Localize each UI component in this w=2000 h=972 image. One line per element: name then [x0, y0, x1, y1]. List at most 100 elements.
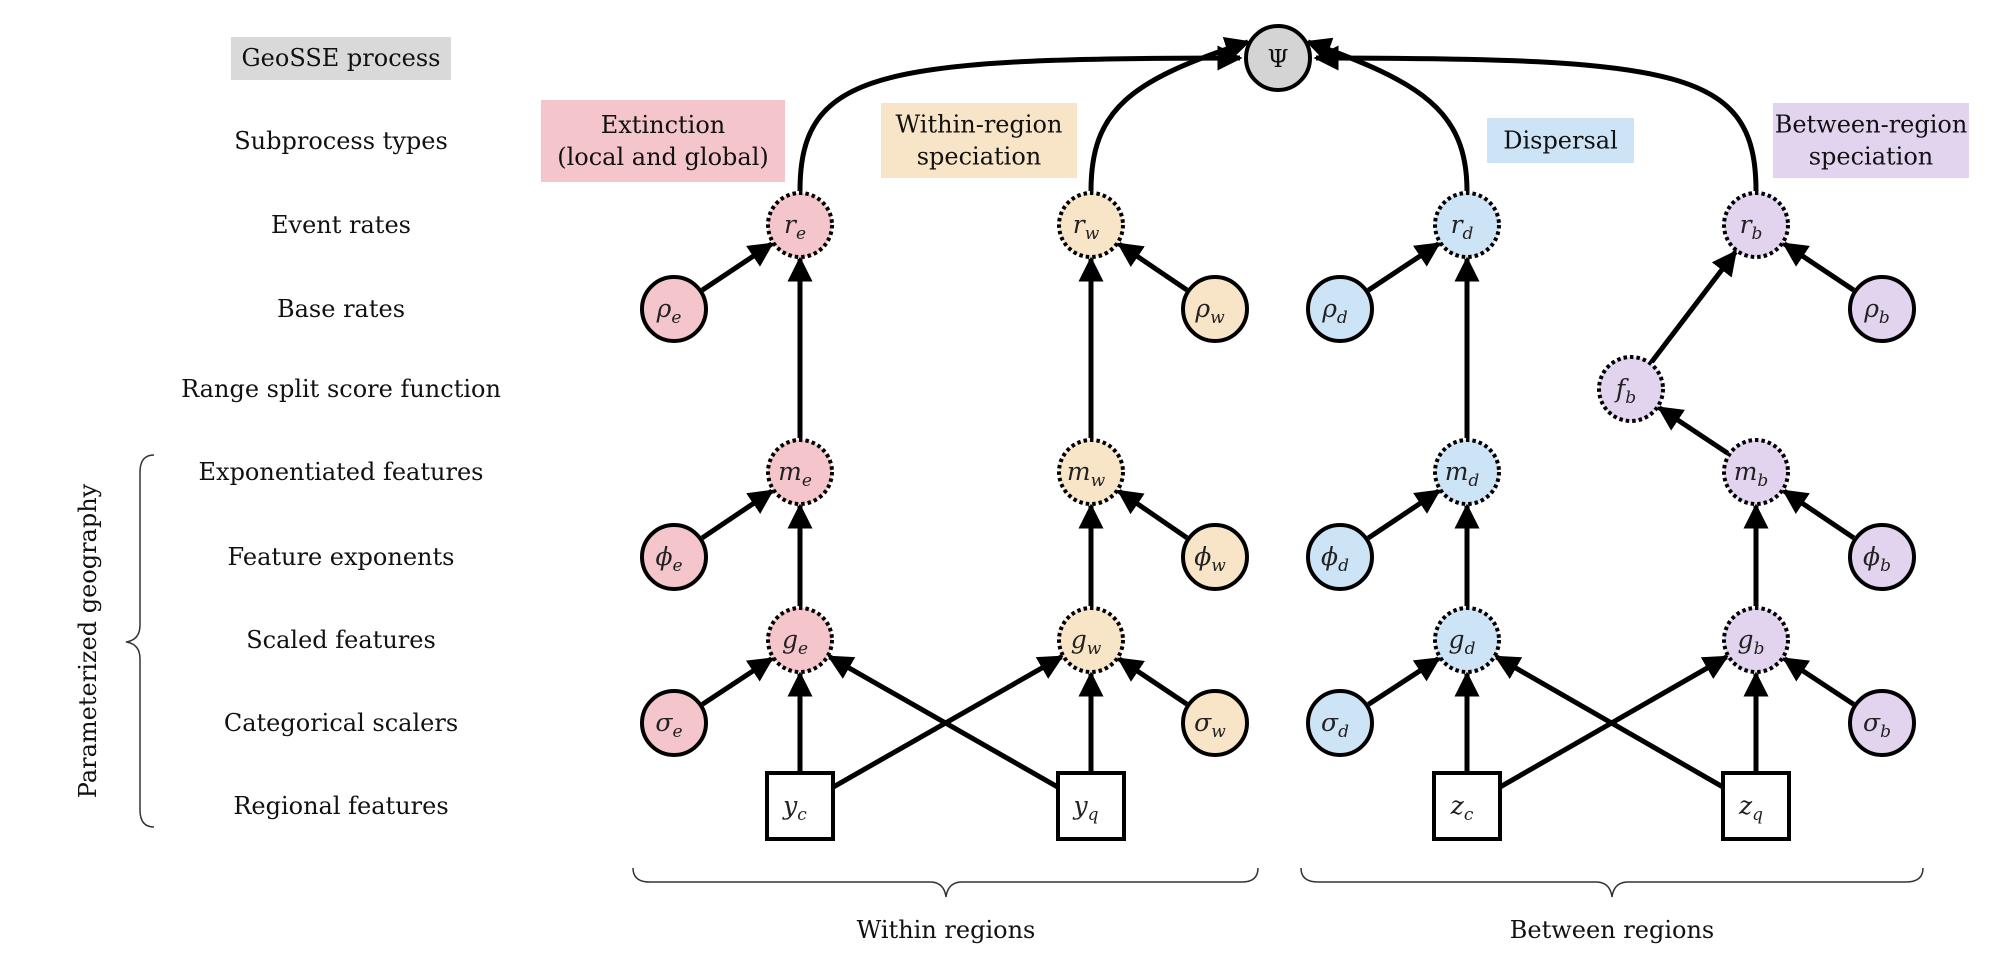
node-m-w: mw	[1057, 438, 1125, 506]
node-label: gb	[1738, 625, 1765, 659]
edge-phi_d-to-m_d	[1366, 488, 1441, 541]
row-label: Feature exponents	[228, 543, 455, 571]
node-z-q: zq	[1721, 771, 1791, 841]
row-label: Regional features	[233, 792, 448, 820]
node-phi-w: ϕw	[1181, 523, 1249, 591]
node-label: fb	[1614, 374, 1636, 408]
edge-sigma_e-to-g_e	[701, 656, 774, 707]
node-sigma-d: σd	[1306, 689, 1374, 757]
node-r-d: rd	[1433, 191, 1501, 259]
edge-rho_w-to-r_w	[1117, 241, 1189, 293]
subprocess-label: (local and global)	[557, 143, 769, 171]
edge-f_b-to-r_b	[1649, 250, 1738, 364]
node-phi-d: ϕd	[1306, 523, 1374, 591]
node-label: σd	[1321, 708, 1349, 742]
group-label-between: Between regions	[1510, 916, 1714, 944]
subprocess-label: speciation	[1809, 143, 1934, 171]
node-label: σw	[1194, 708, 1226, 742]
node-label: σb	[1863, 708, 1891, 742]
node-label: md	[1445, 457, 1480, 491]
edge-phi_b-to-m_b	[1782, 488, 1856, 541]
node-label: ρd	[1321, 294, 1348, 328]
node-sigma-w: σw	[1181, 689, 1249, 757]
node-rho-e: ρe	[640, 275, 708, 343]
node-f-b: fb	[1597, 355, 1665, 423]
node-label: ϕw	[1194, 542, 1226, 576]
node-m-b: mb	[1722, 438, 1790, 506]
node-label: ϕe	[655, 542, 682, 576]
row-label: Range split score function	[181, 375, 501, 403]
node-r-w: rw	[1057, 191, 1125, 259]
node-label: ge	[782, 625, 808, 659]
edge-sigma_b-to-g_b	[1782, 656, 1855, 707]
node-g-w: gw	[1057, 606, 1125, 674]
node-phi-b: ϕb	[1848, 523, 1916, 591]
node-phi-e: ϕe	[640, 523, 708, 591]
node-g-d: gd	[1433, 606, 1501, 674]
node-label: σe	[655, 708, 682, 742]
node-z-c: zc	[1432, 771, 1502, 841]
node-label: rd	[1451, 210, 1474, 244]
edge-r_w-to-psi	[1088, 37, 1251, 192]
subprocess-box: Extinction (local and global)	[541, 100, 785, 182]
node-psi: Ψ	[1244, 24, 1312, 92]
edge-phi_e-to-m_e	[700, 488, 774, 541]
node-label: gw	[1071, 625, 1102, 659]
node-label: zq	[1738, 791, 1763, 825]
node-rho-b: ρb	[1848, 275, 1916, 343]
subprocess-box: Dispersal	[1487, 118, 1634, 163]
subprocess-label: speciation	[917, 143, 1042, 171]
edge-phi_w-to-m_w	[1116, 489, 1189, 540]
geosse-label-box	[231, 37, 451, 80]
edge-sigma_w-to-g_w	[1117, 656, 1189, 707]
node-m-d: md	[1433, 438, 1501, 506]
row-label: Subprocess types	[234, 127, 448, 155]
node-label: ρb	[1863, 294, 1890, 328]
row-label: Scaled features	[246, 626, 436, 654]
node-label: mb	[1734, 457, 1769, 491]
node-label: me	[778, 457, 812, 491]
node-rho-w: ρw	[1181, 275, 1249, 343]
node-label: gd	[1449, 625, 1476, 659]
node-label: ρe	[656, 294, 682, 328]
edge-r_b-to-psi	[1313, 45, 1759, 192]
node-label: zc	[1450, 791, 1474, 825]
subprocess-label: Extinction	[601, 111, 726, 139]
edge-y_c-to-g_w	[831, 654, 1064, 790]
node-label: mw	[1067, 457, 1106, 491]
subprocess-label: Within-region	[896, 111, 1063, 139]
edge-rho_e-to-r_e	[700, 241, 774, 293]
subprocess-label: Between-region	[1775, 111, 1968, 139]
row-label: GeoSSE process	[242, 44, 441, 72]
node-label: rb	[1740, 210, 1763, 244]
node-label: yq	[1072, 791, 1098, 825]
node-r-b: rb	[1722, 191, 1790, 259]
node-sigma-e: σe	[640, 689, 708, 757]
edge-rho_b-to-r_b	[1782, 241, 1856, 293]
node-r-e: re	[766, 191, 834, 259]
node-g-e: ge	[766, 606, 834, 674]
node-label: yc	[782, 791, 807, 825]
between-regions-brace	[1300, 867, 1924, 898]
edge-sigma_d-to-g_d	[1367, 656, 1441, 707]
bracket-label: Parameterized geography	[74, 483, 102, 798]
edge-z_c-to-g_b	[1498, 654, 1729, 790]
edge-r_e-to-psi	[797, 45, 1243, 192]
subprocess-box: Between-region speciation	[1773, 103, 1969, 178]
parameterized-geography-brace	[125, 454, 155, 828]
edge-r_d-to-psi	[1305, 37, 1470, 192]
subprocess-label: Dispersal	[1503, 127, 1618, 155]
node-y-c: yc	[765, 771, 835, 841]
node-sigma-b: σb	[1848, 689, 1916, 757]
node-label: ϕb	[1863, 542, 1891, 576]
subprocess-box: Within-region speciation	[881, 103, 1077, 178]
node-label: rw	[1073, 210, 1100, 244]
node-y-q: yq	[1056, 771, 1126, 841]
node-label: ρw	[1194, 294, 1225, 328]
row-label: Categorical scalers	[224, 709, 458, 737]
node-g-b: gb	[1722, 606, 1790, 674]
edge-m_b-to-f_b	[1657, 405, 1730, 456]
row-label: Base rates	[277, 295, 405, 323]
row-label: Exponentiated features	[199, 458, 484, 486]
